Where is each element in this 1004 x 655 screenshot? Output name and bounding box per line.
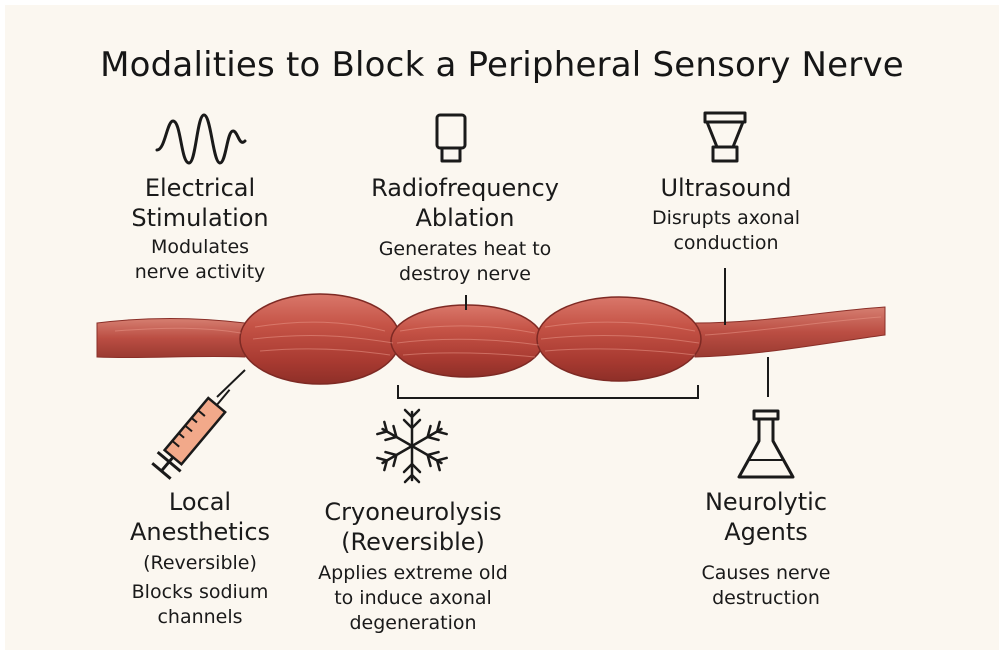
la-qualifier: (Reversible): [115, 551, 285, 576]
neurolytic-name-line2: Agents: [681, 517, 851, 547]
neurolytic-desc-line2: destruction: [681, 586, 851, 611]
ultrasound-transducer-icon: [705, 113, 745, 161]
waveform-icon: [157, 115, 245, 163]
ultrasound-desc-line1: Disrupts axonal: [631, 206, 821, 231]
syringe-connector: [217, 370, 245, 397]
rf-desc-line1: Generates heat to: [350, 237, 580, 262]
nerve-left-tail: [97, 319, 245, 358]
cryoneurolysis-label: Cryoneurolysis (Reversible) Applies extr…: [298, 497, 528, 636]
cryo-desc-line1: Applies extreme old: [298, 561, 528, 586]
neurolytic-name-line1: Neurolytic: [681, 487, 851, 517]
diagram-canvas: Modalities to Block a Peripheral Sensory…: [5, 5, 999, 650]
radiofrequency-ablation-label: Radiofrequency Ablation Generates heat t…: [350, 173, 580, 287]
rf-name-line1: Radiofrequency: [350, 173, 580, 203]
cryo-desc-line3: degeneration: [298, 611, 528, 636]
ultrasound-name: Ultrasound: [631, 173, 821, 203]
electrical-name-line1: Electrical: [110, 173, 290, 203]
ultrasound-label: Ultrasound Disrupts axonal conduction: [631, 173, 821, 256]
la-desc-line1: Blocks sodium: [115, 580, 285, 605]
cryo-name-line1: Cryoneurolysis: [298, 497, 528, 527]
cryo-name-line2: (Reversible): [298, 527, 528, 557]
ultrasound-desc-line2: conduction: [631, 231, 821, 256]
neurolytic-agents-label: Neurolytic Agents Causes nerve destructi…: [681, 487, 851, 611]
la-name-line2: Anesthetics: [115, 517, 285, 547]
electrical-stimulation-label: Electrical Stimulation Modulates nerve a…: [110, 173, 290, 285]
syringe-icon: [150, 380, 241, 480]
nerve-segment-3: [537, 297, 701, 381]
flask-icon: [739, 411, 793, 477]
rf-probe-icon: [437, 115, 465, 161]
electrical-desc-line2: nerve activity: [110, 260, 290, 285]
local-anesthetics-label: Local Anesthetics (Reversible) Blocks so…: [115, 487, 285, 630]
rf-name-line2: Ablation: [350, 203, 580, 233]
electrical-desc-line1: Modulates: [110, 235, 290, 260]
cryo-bracket: [398, 385, 698, 398]
electrical-name-line2: Stimulation: [110, 203, 290, 233]
cryo-desc-line2: to induce axonal: [298, 586, 528, 611]
nerve-segment-1: [240, 294, 400, 384]
snowflake-icon: [377, 410, 447, 482]
nerve-right-tail: [695, 307, 885, 357]
la-name-line1: Local: [115, 487, 285, 517]
neurolytic-desc-line1: Causes nerve: [681, 561, 851, 586]
rf-desc-line2: destroy nerve: [350, 262, 580, 287]
la-desc-line2: channels: [115, 605, 285, 630]
